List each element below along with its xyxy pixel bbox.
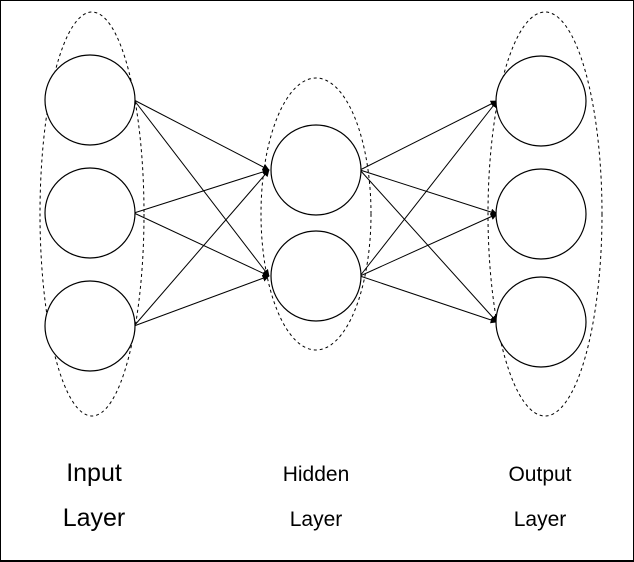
- input-layer-group: [39, 11, 145, 417]
- output-layer-label-line2: Layer: [513, 508, 567, 531]
- input-node-1: [44, 54, 136, 146]
- hidden-layer-label-line1: Hidden: [282, 463, 350, 486]
- input-layer-label-line1: Input: [66, 459, 122, 487]
- edge-input1-hidden1: [133, 99, 270, 171]
- output-node-1: [495, 55, 587, 147]
- output-layer-label-line1: Output: [508, 463, 572, 486]
- output-layer-group: [487, 11, 603, 417]
- output-node-3: [495, 276, 587, 368]
- edge-hidden2-output2: [359, 213, 498, 277]
- edge-hidden1-output1: [359, 100, 498, 171]
- edge-input2-hidden1: [133, 168, 270, 214]
- edge-input2-hidden2: [133, 212, 270, 277]
- output-node-2: [495, 168, 587, 260]
- input-layer-label-line2: Layer: [62, 504, 126, 532]
- edge-hidden1-output2: [359, 169, 498, 216]
- edge-input3-hidden1: [133, 169, 270, 327]
- edge-input3-hidden2: [133, 274, 270, 327]
- edge-hidden1-output3: [359, 169, 498, 323]
- hidden-layer-label-line2: Layer: [289, 508, 343, 531]
- hidden-node-1: [270, 124, 362, 216]
- edge-input1-hidden2: [133, 99, 270, 277]
- hidden-layer-group: [260, 77, 372, 351]
- edge-hidden2-output3: [359, 275, 498, 324]
- hidden-node-2: [270, 230, 362, 322]
- input-node-2: [44, 167, 136, 259]
- edge-hidden2-output1: [359, 100, 498, 277]
- input-node-3: [44, 280, 136, 372]
